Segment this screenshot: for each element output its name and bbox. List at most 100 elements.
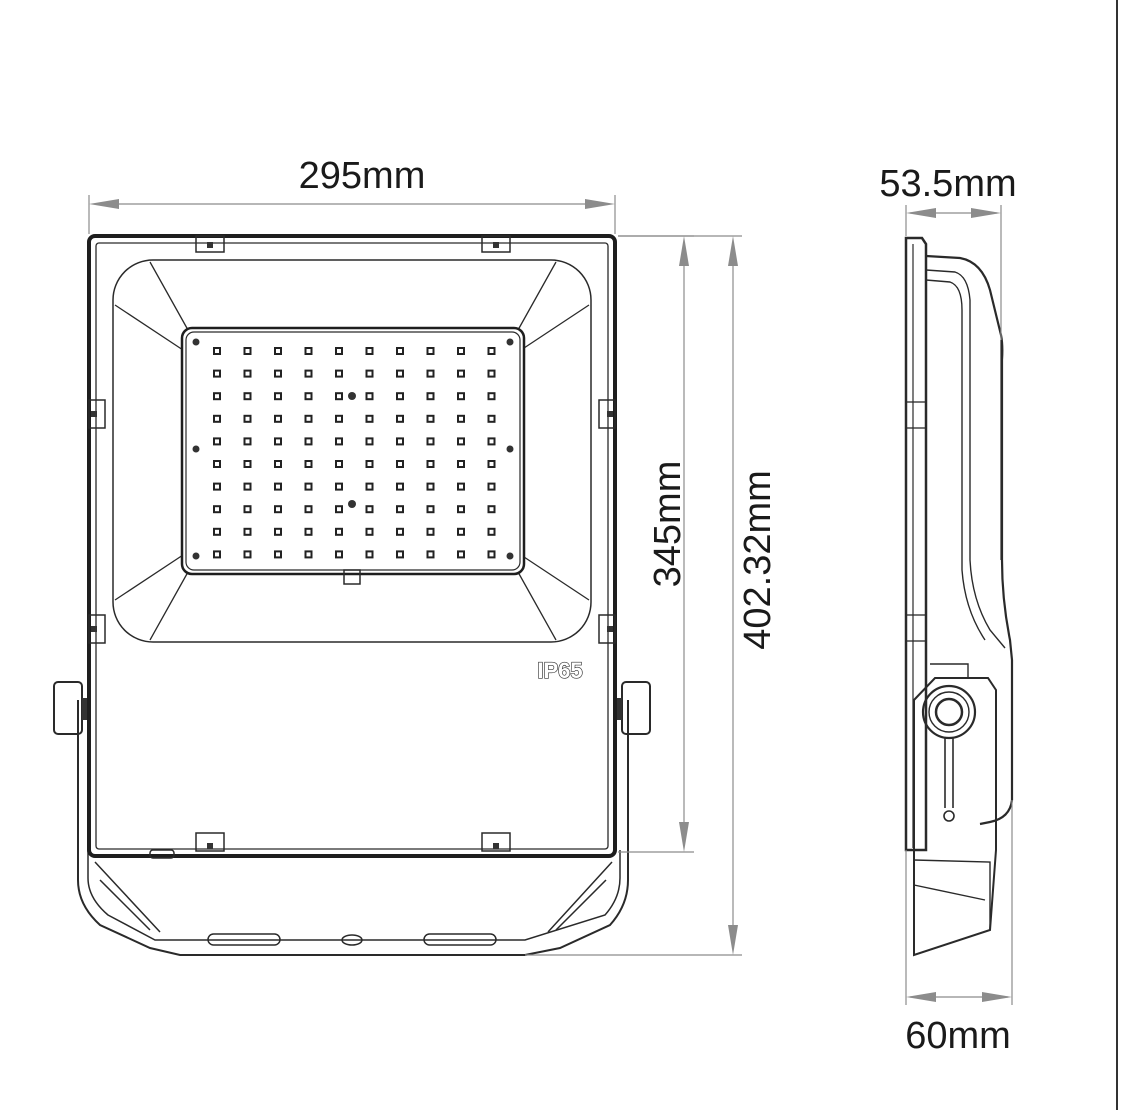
led-board — [180, 326, 526, 576]
led-chip — [396, 414, 404, 423]
led-chip — [274, 369, 282, 378]
total-height-label: 402.32mm — [737, 470, 779, 650]
led-chip — [274, 460, 282, 468]
led-chip — [426, 482, 435, 491]
bracket-slot-right — [423, 933, 497, 946]
led-chip — [426, 437, 435, 446]
led-chip — [426, 505, 435, 514]
led-chip — [457, 550, 465, 559]
led-chip — [426, 369, 435, 378]
led-chip — [487, 369, 496, 378]
led-chip — [365, 414, 374, 423]
led-chip — [426, 347, 435, 355]
panel-height-label: 345mm — [647, 461, 689, 588]
led-chip — [335, 347, 343, 355]
led-chip — [213, 505, 221, 514]
width-dimension: 295mm — [88, 155, 616, 234]
led-chip — [304, 347, 313, 355]
led-chip — [457, 392, 465, 401]
led-chip — [487, 437, 496, 446]
cable-gland — [149, 849, 175, 859]
led-chip — [335, 460, 343, 468]
led-chip — [304, 437, 313, 446]
clips — [88, 235, 616, 852]
led-chip — [426, 550, 435, 559]
led-chip — [243, 482, 252, 491]
led-chip — [396, 437, 404, 446]
led-chip — [335, 414, 343, 423]
screw — [192, 445, 200, 453]
led-chip — [213, 437, 221, 446]
led-chip — [243, 527, 252, 536]
width-label: 295mm — [299, 155, 426, 197]
led-chip — [457, 460, 465, 468]
led-chip — [426, 414, 435, 423]
led-chip — [304, 392, 313, 401]
led-chip — [274, 505, 282, 514]
led-chip — [274, 550, 282, 559]
led-chip — [274, 414, 282, 423]
led-chip — [304, 505, 313, 514]
led-chip — [335, 437, 343, 446]
led-chip — [396, 347, 404, 355]
led-chip — [487, 527, 496, 536]
led-chip — [457, 437, 465, 446]
led-chip — [365, 437, 374, 446]
led-chip — [213, 369, 221, 378]
led-chip — [487, 392, 496, 401]
led-chip — [243, 414, 252, 423]
ip-rating-label: IP65 — [537, 658, 582, 683]
led-chip — [213, 482, 221, 491]
led-chip — [335, 482, 343, 491]
led-chip — [487, 414, 496, 423]
led-chip — [304, 460, 313, 468]
side-front-plate — [904, 236, 928, 852]
led-chip — [213, 550, 221, 559]
led-chip — [396, 527, 404, 536]
mounting-bracket — [77, 700, 629, 956]
screw — [192, 552, 200, 560]
side-bracket — [913, 677, 997, 957]
led-chip — [274, 527, 282, 536]
led-chip — [457, 505, 465, 514]
bracket-hole — [341, 934, 363, 946]
led-chip — [457, 347, 465, 355]
led-chip — [457, 527, 465, 536]
led-chip — [243, 392, 252, 401]
cable-end — [943, 810, 955, 822]
led-chip — [243, 460, 252, 468]
reflector — [112, 259, 592, 643]
screw — [506, 445, 514, 453]
depth-top-label: 53.5mm — [879, 163, 1016, 205]
depth-bottom-dimension: 60mm — [905, 800, 1013, 1057]
led-chip — [396, 482, 404, 491]
led-chip — [487, 347, 496, 355]
led-chip — [426, 527, 435, 536]
led-chip — [487, 482, 496, 491]
side-view — [904, 236, 1014, 957]
led-chip — [396, 392, 404, 401]
led-chip — [396, 505, 404, 514]
panel-height-dimension: 345mm — [618, 235, 694, 853]
led-chip — [335, 550, 343, 559]
led-chip — [487, 550, 496, 559]
led-chip — [365, 460, 374, 468]
led-chip — [365, 550, 374, 559]
led-chip — [243, 505, 252, 514]
led-chip — [274, 482, 282, 491]
bracket-slot-left — [207, 933, 281, 946]
led-chip — [213, 414, 221, 423]
led-chip — [365, 369, 374, 378]
side-body — [925, 254, 1014, 826]
side-knob — [921, 684, 977, 740]
led-chip — [335, 369, 343, 378]
screw — [192, 338, 200, 346]
tilt-knob-right — [621, 681, 651, 735]
led-chip — [243, 369, 252, 378]
led-chip — [243, 347, 252, 355]
led-chip — [304, 369, 313, 378]
led-chip — [335, 505, 343, 514]
front-view: IP65 — [53, 234, 651, 956]
led-chip — [304, 550, 313, 559]
